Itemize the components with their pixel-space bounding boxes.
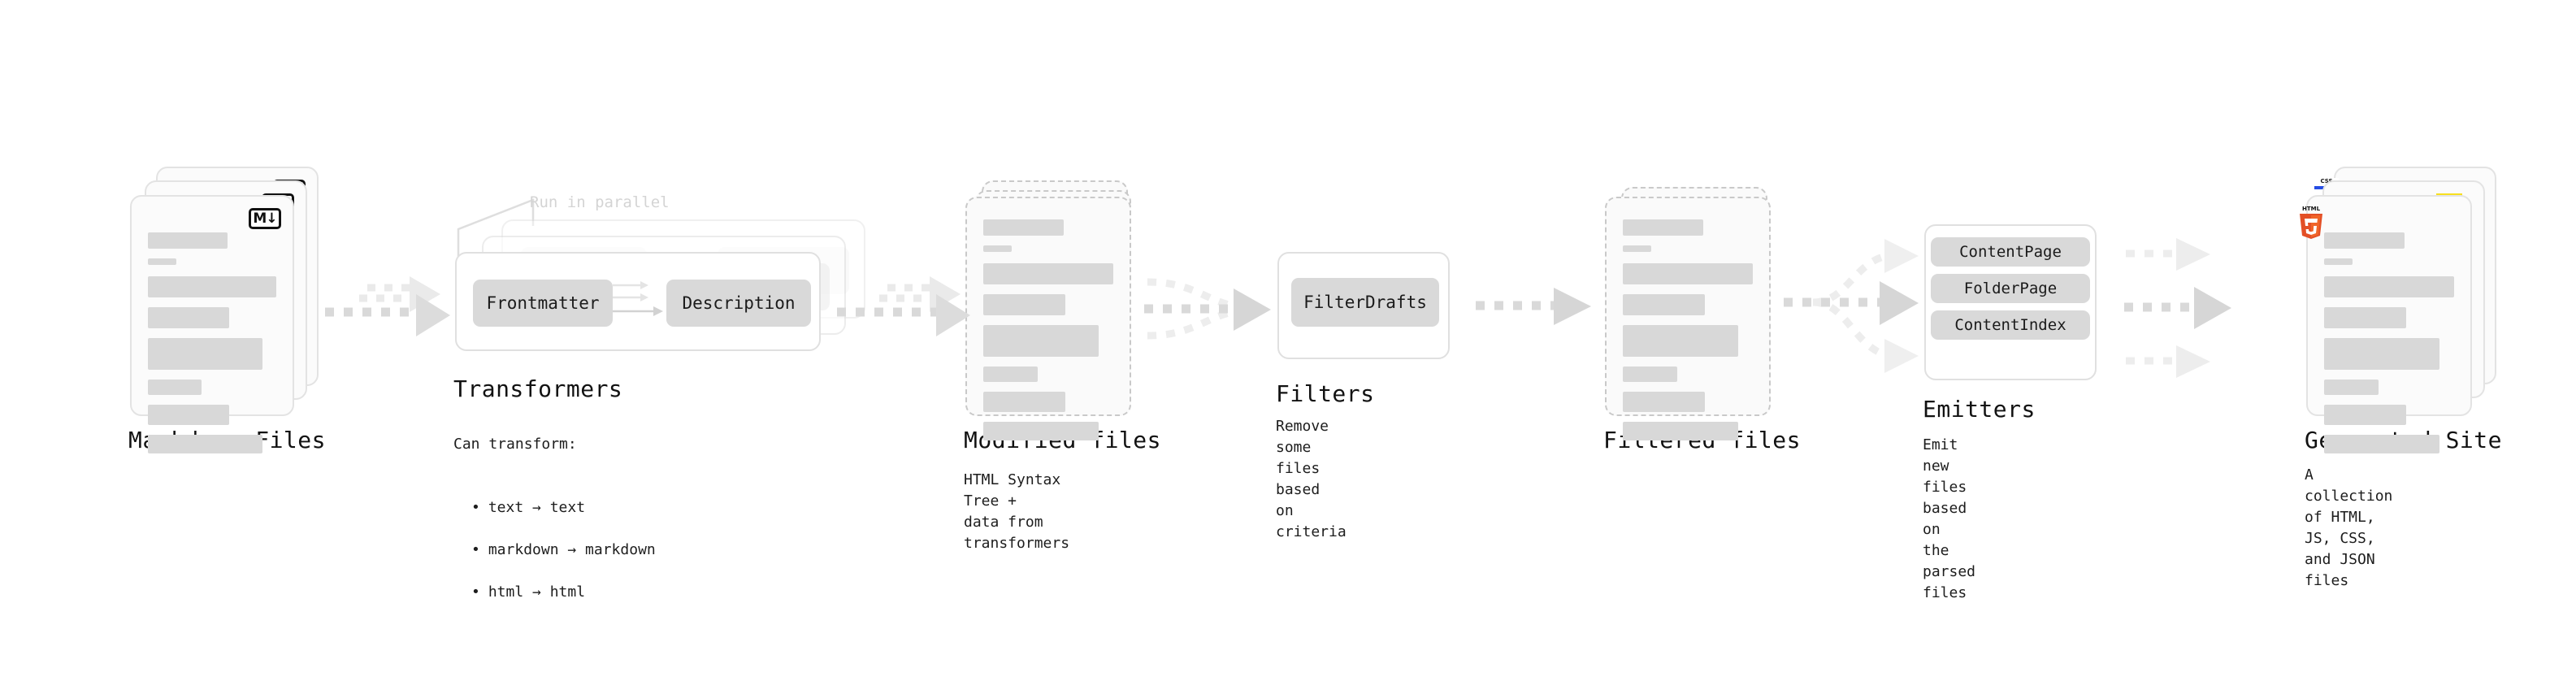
run-in-parallel-bracket bbox=[457, 198, 535, 257]
modified-card-front bbox=[965, 197, 1131, 440]
run-in-parallel-label: Run in parallel bbox=[530, 193, 670, 211]
skeleton-bar bbox=[1623, 367, 1678, 382]
skeleton-bar bbox=[2324, 338, 2440, 370]
skeleton-bar bbox=[148, 276, 276, 297]
markdown-icon: M↓ bbox=[249, 208, 281, 229]
transform-bullet-list: text → text markdown → markdown html → h… bbox=[453, 476, 656, 624]
arrow-modified-to-filters bbox=[1138, 264, 1284, 354]
stage-subtitle-generated-site: A collection of HTML, JS, CSS, and JSON … bbox=[2305, 466, 2393, 589]
skeleton-bar bbox=[1623, 422, 1739, 440]
arrow-filtered-to-emitters bbox=[1776, 228, 1930, 382]
filtered-card-front bbox=[1605, 197, 1771, 440]
card-skeleton bbox=[1623, 219, 1753, 450]
transform-heading: Can transform: bbox=[453, 436, 577, 453]
emitter-chip-folderpage[interactable]: FolderPage bbox=[1931, 274, 2090, 303]
skeleton-bar bbox=[1623, 245, 1652, 252]
emitters-group: ContentPage FolderPage ContentIndex bbox=[1924, 224, 2097, 380]
transform-bullet: markdown → markdown bbox=[471, 540, 656, 561]
arrow-transformers-to-modified bbox=[830, 276, 970, 341]
stage-subtitle-modified-files: HTML Syntax Tree + data from transformer… bbox=[964, 471, 1070, 552]
stage-title-filters: Filters bbox=[1276, 380, 1375, 407]
skeleton-bar bbox=[148, 258, 176, 265]
skeleton-bar bbox=[2324, 276, 2454, 297]
skeleton-bar bbox=[2324, 380, 2379, 395]
skeleton-bar bbox=[1623, 392, 1705, 412]
skeleton-bar bbox=[983, 325, 1099, 357]
skeleton-bar bbox=[2324, 405, 2406, 425]
skeleton-bar bbox=[983, 367, 1039, 382]
svg-text:HTML: HTML bbox=[2302, 206, 2321, 212]
transform-bullet: html → html bbox=[471, 582, 656, 603]
skeleton-bar bbox=[983, 422, 1099, 440]
transform-bullet: text → text bbox=[471, 497, 656, 518]
markdown-card-front: M↓ bbox=[130, 195, 294, 453]
skeleton-bar bbox=[1623, 294, 1705, 315]
skeleton-bar bbox=[2324, 307, 2406, 328]
stage-subtitle-filters: Remove some files based on criteria bbox=[1276, 418, 1347, 540]
skeleton-bar bbox=[983, 392, 1065, 412]
skeleton-bar bbox=[1623, 219, 1704, 236]
arrow-filters-to-filtered bbox=[1472, 286, 1602, 335]
emitter-chip-contentpage[interactable]: ContentPage bbox=[1931, 237, 2090, 267]
skeleton-bar bbox=[148, 232, 228, 249]
transformer-inner-arrows bbox=[613, 281, 663, 316]
card-skeleton bbox=[983, 219, 1113, 450]
emitter-chip-contentindex[interactable]: ContentIndex bbox=[1931, 310, 2090, 340]
skeleton-bar bbox=[983, 294, 1065, 315]
stage-title-emitters: Emitters bbox=[1923, 396, 2036, 423]
skeleton-bar bbox=[1623, 325, 1739, 357]
skeleton-bar bbox=[148, 435, 262, 453]
transformer-group-front: Frontmatter Description bbox=[455, 252, 821, 351]
css-icon-label: CSS bbox=[2320, 178, 2333, 184]
site-card-front-html: HTML bbox=[2300, 195, 2472, 453]
stage-subtitle-transformers: Can transform: text → text markdown → ma… bbox=[453, 413, 656, 645]
transformer-chip-description[interactable]: Description bbox=[666, 280, 811, 327]
skeleton-bar bbox=[983, 245, 1013, 252]
skeleton-bar bbox=[148, 338, 262, 370]
arrow-md-to-transformers bbox=[310, 276, 450, 341]
skeleton-bar bbox=[148, 307, 229, 328]
skeleton-bar bbox=[1623, 263, 1753, 284]
skeleton-bar bbox=[2324, 232, 2405, 249]
skeleton-bar bbox=[148, 405, 229, 425]
skeleton-bar bbox=[148, 380, 202, 395]
skeleton-bar bbox=[2324, 258, 2353, 265]
stage-subtitle-emitters: Emit new files based on the parsed files bbox=[1923, 436, 1976, 601]
transformer-chip-frontmatter[interactable]: Frontmatter bbox=[473, 280, 613, 327]
skeleton-bar bbox=[983, 219, 1065, 236]
skeleton-bar bbox=[2324, 435, 2440, 453]
card-skeleton bbox=[148, 232, 276, 463]
skeleton-bar bbox=[983, 263, 1113, 284]
stage-title-transformers: Transformers bbox=[453, 375, 623, 402]
card-skeleton bbox=[2324, 232, 2454, 463]
filter-chip-filterdrafts[interactable]: FilterDrafts bbox=[1291, 278, 1439, 327]
filters-group: FilterDrafts bbox=[1277, 252, 1450, 359]
html5-icon: HTML bbox=[2296, 205, 2326, 239]
arrow-emitters-to-site bbox=[2121, 232, 2267, 382]
